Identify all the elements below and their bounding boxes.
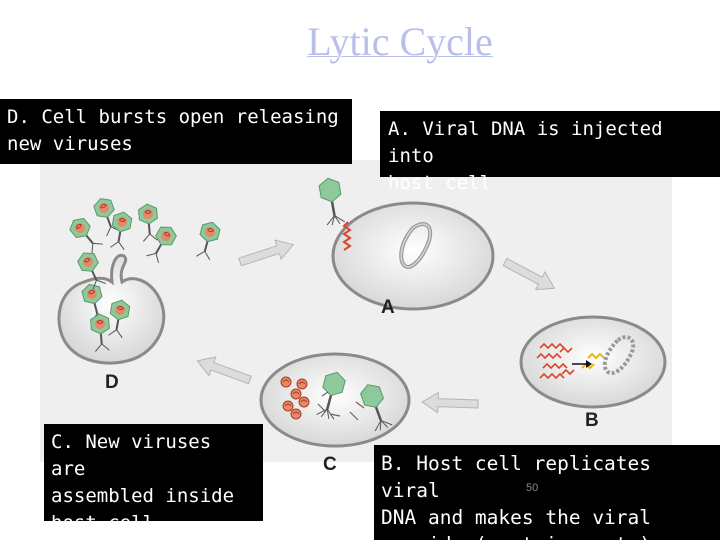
phage-injecting-a bbox=[316, 175, 348, 228]
page-number: 50 bbox=[526, 482, 539, 494]
step-b-caption: B. Host cell replicates viral DNA and ma… bbox=[374, 445, 720, 556]
cycle-arrow-b-to-c bbox=[421, 391, 479, 415]
step-a-caption: A. Viral DNA is injected into host cell bbox=[380, 111, 720, 194]
cell-b bbox=[519, 315, 667, 409]
viral-dna-a bbox=[342, 221, 352, 251]
cycle-arrow-d-to-a bbox=[236, 234, 297, 273]
released-phages-d bbox=[65, 194, 223, 292]
step-c-caption: C. New viruses are assembled inside host… bbox=[44, 424, 263, 534]
cycle-arrow-a-to-b bbox=[499, 252, 560, 298]
cell-c bbox=[259, 352, 411, 448]
step-label-a: A bbox=[381, 297, 395, 318]
cycle-arrow-c-to-d bbox=[193, 350, 254, 390]
cell-a bbox=[331, 201, 495, 311]
step-d-caption: D. Cell bursts open releasing new viruse… bbox=[0, 99, 352, 164]
slide-title: Lytic Cycle bbox=[307, 19, 493, 64]
lytic-cycle-diagram: A B C bbox=[57, 175, 667, 475]
new-dna-b bbox=[587, 352, 605, 360]
tail-fibers-c bbox=[317, 391, 365, 421]
step-label-b: B bbox=[585, 410, 599, 431]
step-label-c: C bbox=[323, 454, 337, 475]
step-label-d: D bbox=[105, 372, 119, 393]
replicated-viral-dna-b bbox=[536, 342, 575, 380]
